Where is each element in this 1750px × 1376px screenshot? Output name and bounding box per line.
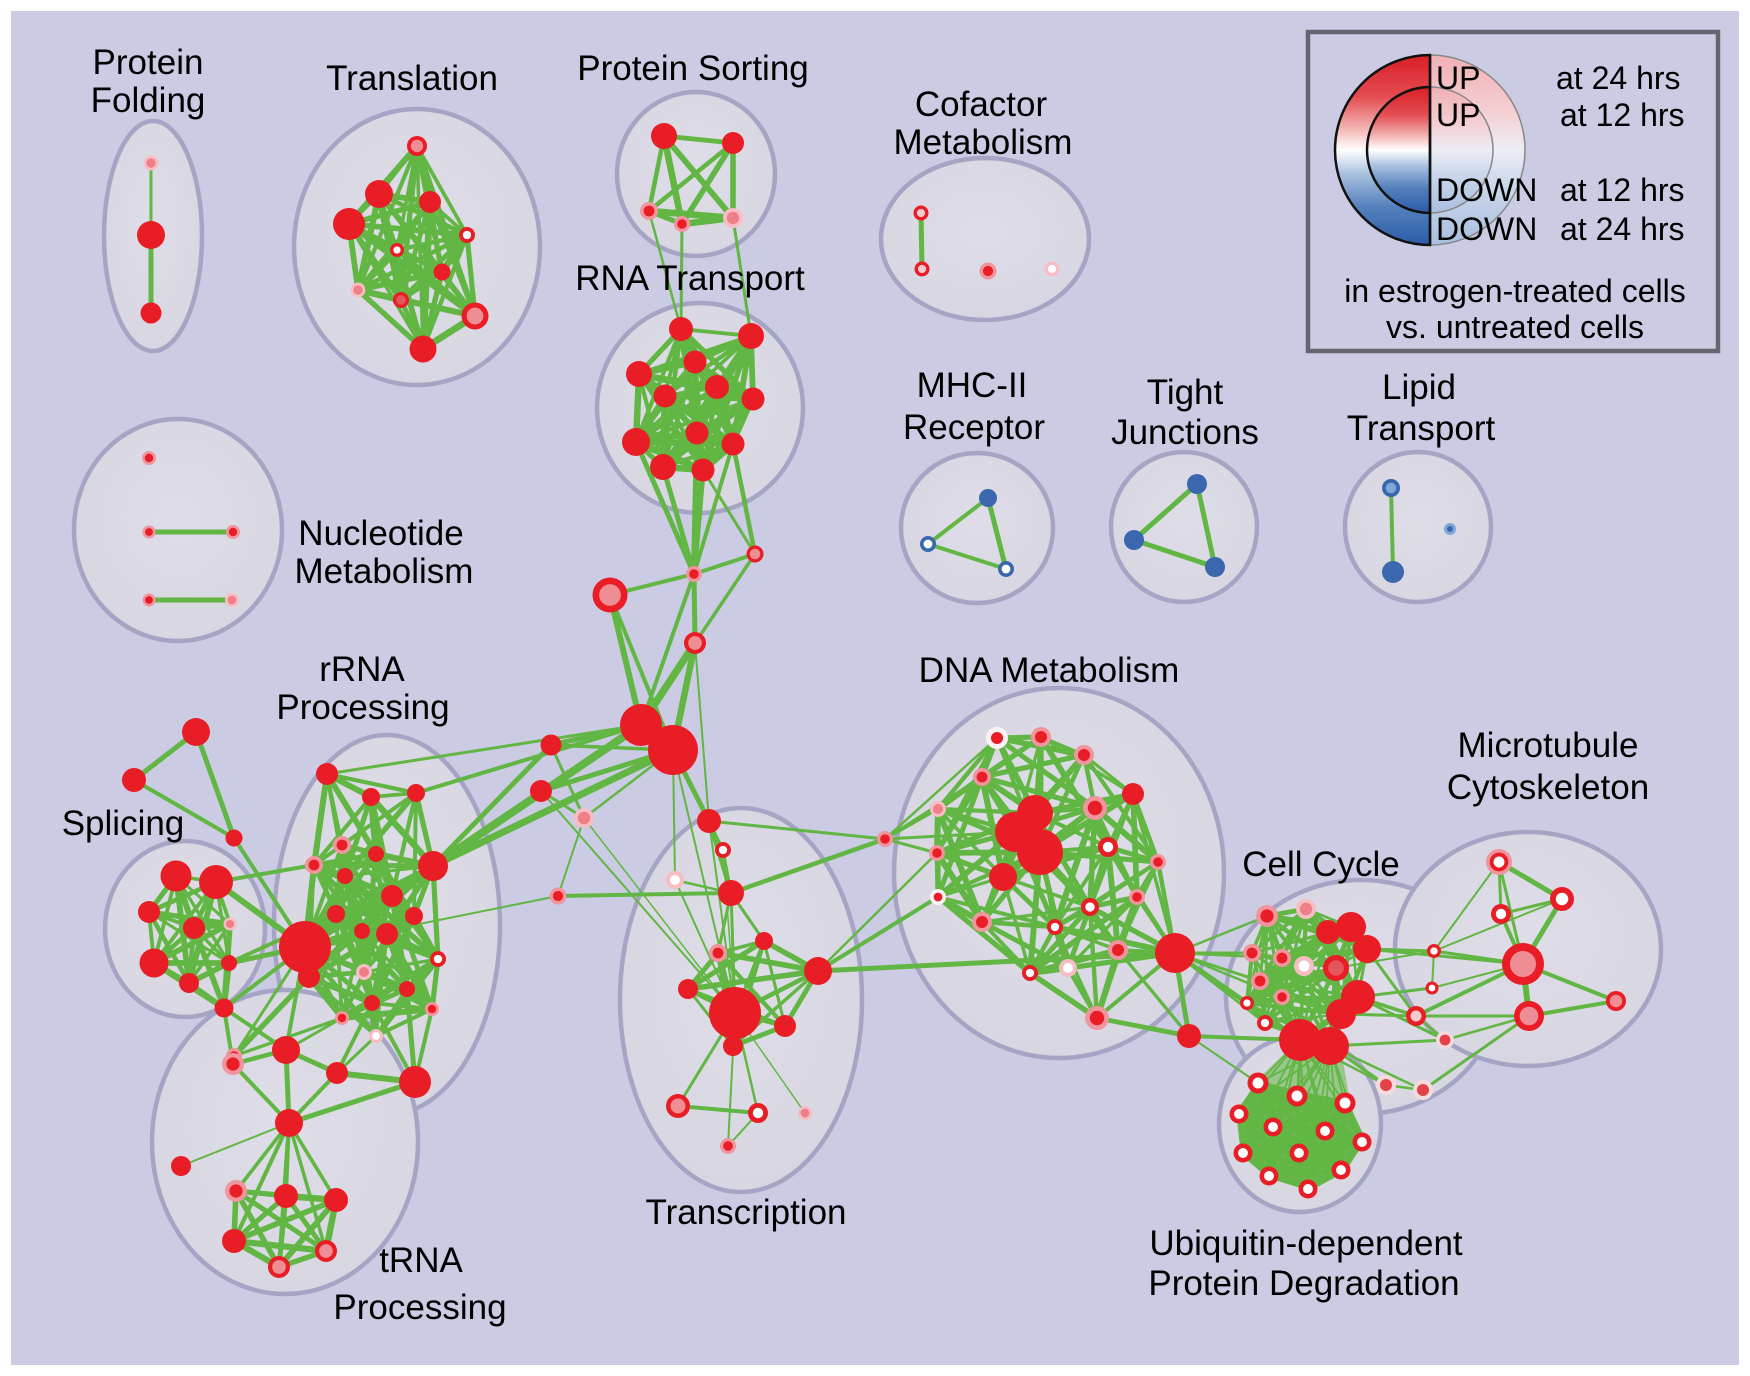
svg-text:tRNA: tRNA bbox=[379, 1241, 463, 1280]
svg-text:Processing: Processing bbox=[276, 688, 449, 727]
svg-text:MHC-II: MHC-II bbox=[917, 366, 1028, 405]
svg-text:vs. untreated cells: vs. untreated cells bbox=[1386, 309, 1644, 345]
svg-text:Cytoskeleton: Cytoskeleton bbox=[1447, 768, 1649, 807]
svg-text:Metabolism: Metabolism bbox=[894, 123, 1073, 162]
svg-text:Junctions: Junctions bbox=[1111, 413, 1259, 452]
svg-text:RNA Transport: RNA Transport bbox=[575, 259, 805, 298]
svg-text:at 12 hrs: at 12 hrs bbox=[1560, 97, 1685, 133]
svg-text:Splicing: Splicing bbox=[62, 804, 185, 843]
svg-text:Protein: Protein bbox=[93, 43, 204, 82]
svg-text:DNA Metabolism: DNA Metabolism bbox=[919, 651, 1180, 690]
svg-text:Folding: Folding bbox=[91, 81, 206, 120]
svg-text:Transcription: Transcription bbox=[646, 1193, 847, 1232]
svg-text:Nucleotide: Nucleotide bbox=[298, 514, 463, 553]
svg-text:Receptor: Receptor bbox=[903, 408, 1045, 447]
svg-text:Lipid: Lipid bbox=[1382, 368, 1456, 407]
svg-text:Ubiquitin-dependent: Ubiquitin-dependent bbox=[1149, 1224, 1463, 1263]
svg-text:Protein Sorting: Protein Sorting bbox=[577, 49, 809, 88]
svg-text:DOWN: DOWN bbox=[1436, 172, 1537, 208]
svg-text:Translation: Translation bbox=[326, 59, 498, 98]
svg-text:UP: UP bbox=[1436, 60, 1480, 96]
svg-text:at 12 hrs: at 12 hrs bbox=[1560, 172, 1685, 208]
svg-text:in estrogen-treated cells: in estrogen-treated cells bbox=[1344, 273, 1686, 309]
svg-text:Cell Cycle: Cell Cycle bbox=[1242, 845, 1400, 884]
svg-text:Cofactor: Cofactor bbox=[915, 85, 1048, 124]
svg-text:DOWN: DOWN bbox=[1436, 211, 1537, 247]
svg-text:Metabolism: Metabolism bbox=[295, 552, 474, 591]
svg-text:rRNA: rRNA bbox=[319, 650, 405, 689]
svg-text:Protein Degradation: Protein Degradation bbox=[1148, 1264, 1459, 1303]
svg-text:UP: UP bbox=[1436, 97, 1480, 133]
svg-text:Processing: Processing bbox=[333, 1288, 506, 1327]
svg-text:Tight: Tight bbox=[1147, 373, 1224, 412]
svg-text:Transport: Transport bbox=[1347, 409, 1496, 448]
svg-text:Microtubule: Microtubule bbox=[1458, 726, 1639, 765]
svg-text:at 24 hrs: at 24 hrs bbox=[1560, 211, 1685, 247]
svg-text:at 24 hrs: at 24 hrs bbox=[1556, 60, 1681, 96]
